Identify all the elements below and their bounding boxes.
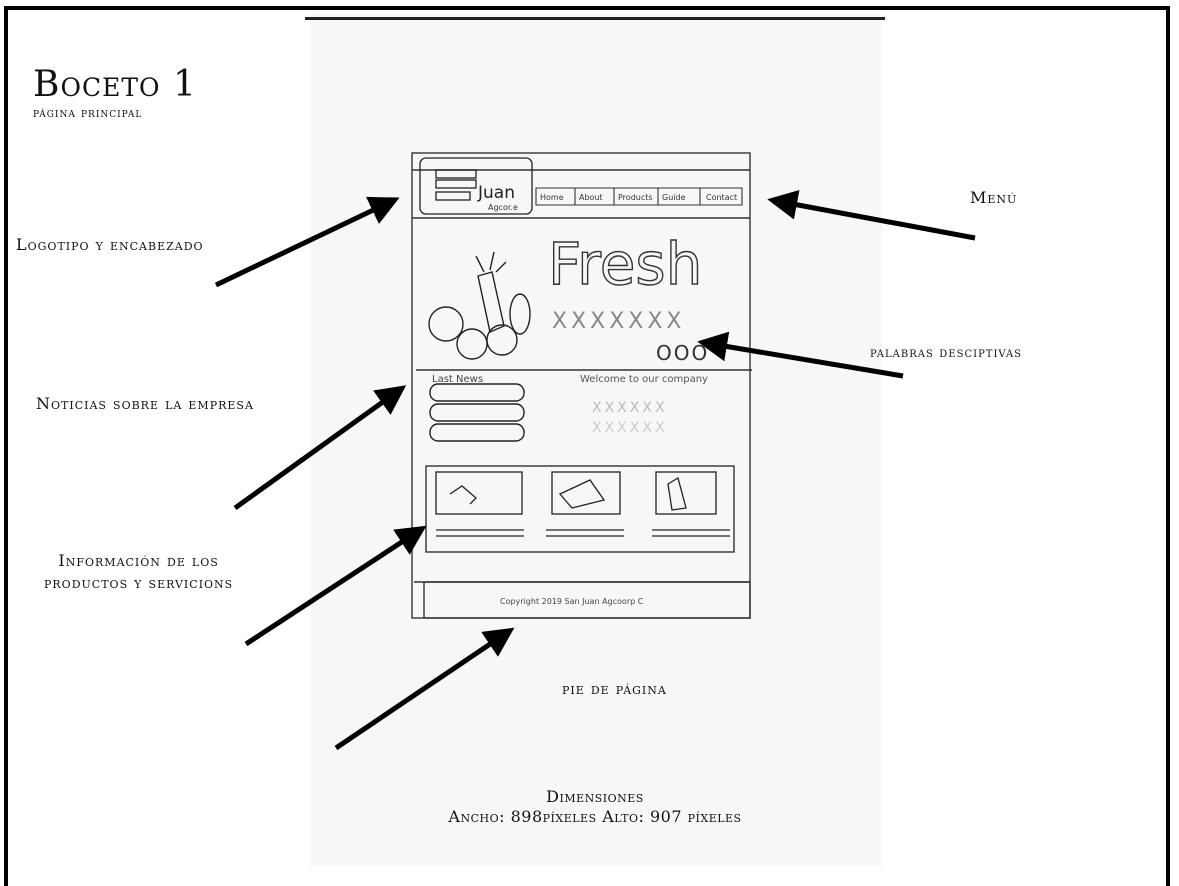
news-text-marks: XXXXXX bbox=[592, 400, 668, 416]
product-image-3 bbox=[655, 471, 717, 515]
logo-small-text: Agcor.e bbox=[488, 203, 518, 212]
arrow-news bbox=[233, 385, 407, 511]
hero-fresh-text: Fresh bbox=[548, 230, 702, 298]
menu-item-contact: Contact bbox=[706, 193, 737, 202]
page-title: Boceto 1 bbox=[33, 64, 197, 105]
arrow-footer bbox=[334, 627, 515, 751]
products-section bbox=[425, 465, 735, 553]
label-products-line1: Información de los bbox=[58, 551, 219, 570]
footer-copyright: Copyright 2019 San Juan Agcoorp C bbox=[500, 597, 644, 606]
product-image-1 bbox=[435, 471, 523, 515]
news-text-marks-2: XXXXXX bbox=[592, 420, 668, 436]
hero-dots: OOO bbox=[656, 341, 709, 365]
label-news: Noticias sobre la empresa bbox=[36, 394, 254, 413]
page-subtitle: página principal bbox=[33, 106, 143, 121]
menu-item-guide: Guide bbox=[662, 193, 686, 202]
logo-text: Juan bbox=[477, 183, 515, 203]
label-descriptive-words: palabras desciptivas bbox=[870, 345, 1023, 361]
wireframe bbox=[411, 152, 752, 619]
menu-tabs bbox=[535, 187, 743, 206]
hero-marks: XXXXXXX bbox=[552, 309, 686, 334]
menu-item-about: About bbox=[579, 193, 603, 202]
label-products-line2: productos y servicions bbox=[44, 573, 234, 592]
logo-sketch bbox=[419, 157, 533, 215]
arrows bbox=[214, 190, 976, 751]
top-rule bbox=[305, 17, 885, 20]
sketch-paper bbox=[310, 14, 882, 866]
wireframe-outline bbox=[411, 152, 751, 619]
news-heading: Welcome to our company bbox=[580, 374, 708, 385]
arrow-menu bbox=[767, 190, 976, 241]
vegetables-illustration bbox=[428, 251, 531, 360]
menu-item-home: Home bbox=[540, 193, 564, 202]
product-image-2 bbox=[551, 471, 621, 515]
label-products: Información de los productos y servicion… bbox=[44, 550, 233, 594]
news-title: Last News bbox=[432, 374, 483, 385]
menu-item-products: Products bbox=[618, 193, 653, 202]
label-footer: pie de página bbox=[562, 679, 667, 698]
page-frame bbox=[4, 6, 1170, 886]
arrow-words bbox=[697, 331, 904, 379]
label-menu: Menú bbox=[970, 188, 1018, 207]
arrow-logo bbox=[214, 196, 400, 288]
arrow-products bbox=[244, 525, 427, 647]
dimensions: Dimensiones Ancho: 898píxeles Alto: 907 … bbox=[380, 787, 810, 827]
label-logo-header: Logotipo y encabezado bbox=[16, 235, 204, 254]
news-items bbox=[429, 383, 525, 442]
dimensions-title: Dimensiones bbox=[546, 787, 644, 806]
dimensions-values: Ancho: 898píxeles Alto: 907 píxeles bbox=[448, 807, 742, 826]
